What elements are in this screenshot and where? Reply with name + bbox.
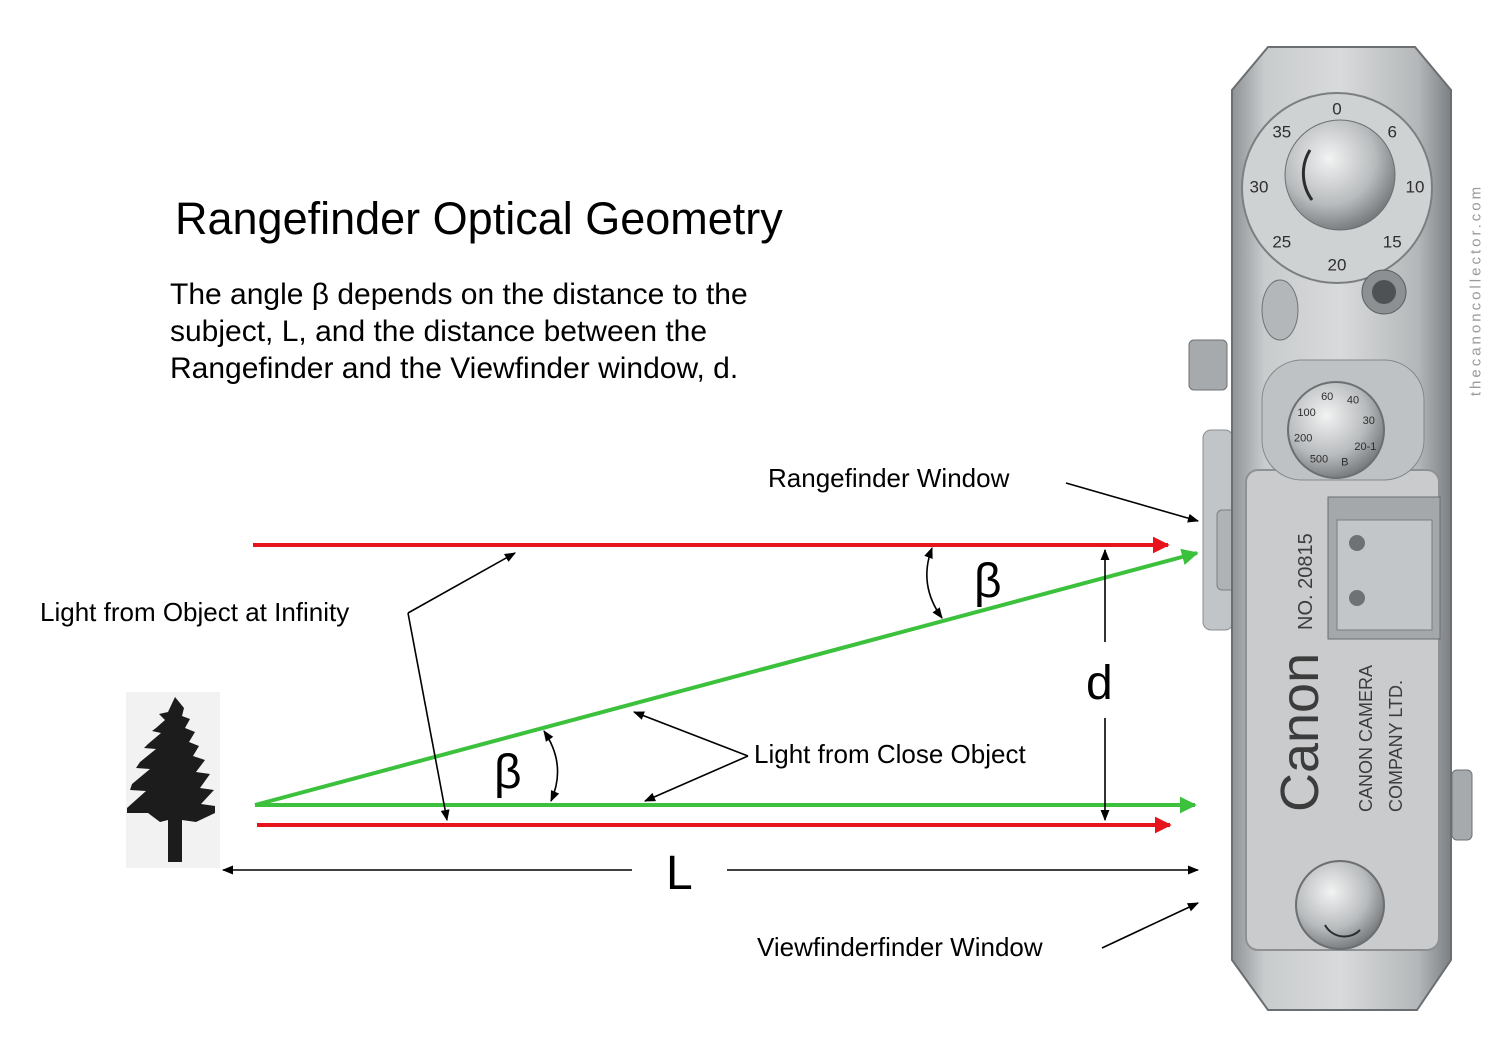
shutter-dial-number-4: 20 xyxy=(1328,255,1347,274)
infinity-leader-down xyxy=(407,612,450,822)
shutter-dial-number-3: 15 xyxy=(1383,233,1402,252)
distance-L-symbol: L xyxy=(666,847,693,900)
speed-dial-number-7: 60 xyxy=(1321,391,1333,403)
close-ray-angled xyxy=(254,548,1199,807)
close-leader-down xyxy=(643,755,749,802)
viewfinder-window-leader xyxy=(1101,902,1200,949)
beta-arc-bottom xyxy=(543,730,560,803)
camera-maker-line-1: CANON CAMERA xyxy=(1356,665,1376,812)
beta-arc-top xyxy=(924,546,943,619)
rangefinder-window-label: Rangefinder Window xyxy=(768,463,1010,493)
watermark-text: thecanoncollector.com xyxy=(1467,183,1485,397)
shutter-dial-number-1: 6 xyxy=(1387,122,1396,141)
shutter-dial-number-7: 35 xyxy=(1272,122,1291,141)
camera-serial-text: NO. 20815 xyxy=(1295,533,1317,630)
speed-dial-number-6: 100 xyxy=(1297,407,1315,419)
camera-maker-line-2: COMPANY LTD. xyxy=(1386,680,1406,812)
camera-brand-text: Canon xyxy=(1270,653,1330,812)
description-text: The angle β depends on the distance to t… xyxy=(170,276,890,387)
description-line-2: subject, L, and the distance between the xyxy=(170,315,708,348)
shutter-dial-number-5: 25 xyxy=(1272,233,1291,252)
speed-dial-number-2: 20-1 xyxy=(1354,441,1376,453)
description-line-3: Rangefinder and the Viewfinder window, d… xyxy=(170,352,739,385)
speed-dial-number-1: 30 xyxy=(1363,415,1375,427)
speed-dial-labels: 40 30 20-1B 500 200 100 60 xyxy=(1294,391,1376,469)
distance-d-symbol: d xyxy=(1086,657,1113,710)
shutter-dial-labels: 0 6 10 15 20 25 30 35 xyxy=(1250,99,1425,274)
speed-dial-number-3: B xyxy=(1341,457,1348,469)
camera-top-view-icon: Canon NO. 20815 CANON CAMERA COMPANY LTD… xyxy=(1188,46,1473,1011)
speed-dial-number-4: 500 xyxy=(1310,453,1328,465)
shutter-dial-number-2: 10 xyxy=(1406,177,1425,196)
rangefinder-window-leader xyxy=(1065,482,1200,523)
shutter-dial-number-6: 30 xyxy=(1250,177,1269,196)
tree-icon xyxy=(126,692,220,868)
beta-symbol-top: β xyxy=(974,555,1002,608)
speed-dial-number-5: 200 xyxy=(1294,433,1312,445)
diagram-title: Rangefinder Optical Geometry xyxy=(175,193,783,244)
light-infinity-label: Light from Object at Infinity xyxy=(40,597,350,627)
light-close-label: Light from Close Object xyxy=(754,739,1026,769)
infinity-leader-up xyxy=(407,552,516,614)
close-leader-up xyxy=(632,711,749,757)
beta-symbol-bottom: β xyxy=(494,746,522,799)
speed-dial-number-0: 40 xyxy=(1347,395,1359,407)
viewfinder-window-label: Viewfinderfinder Window xyxy=(757,932,1043,962)
shutter-dial-number-0: 0 xyxy=(1332,99,1341,118)
description-line-1: The angle β depends on the distance to t… xyxy=(170,278,748,311)
